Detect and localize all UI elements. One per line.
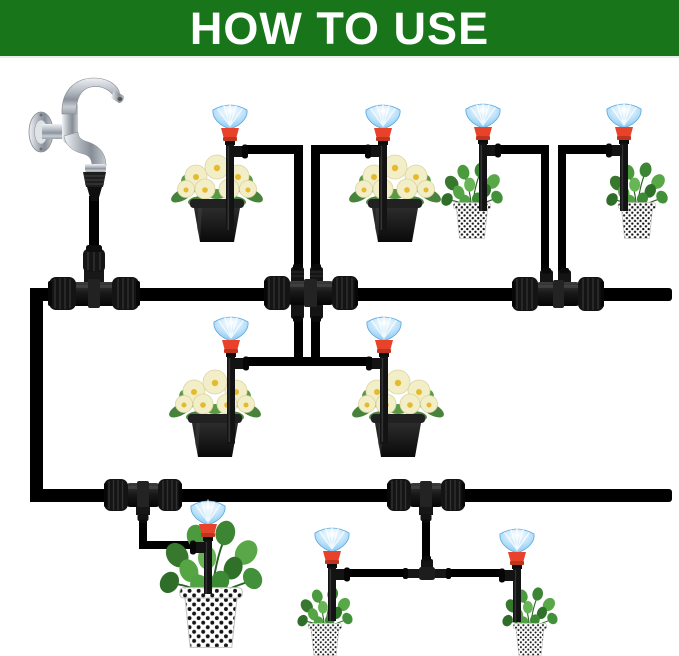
drip-tube-bottom-drop-1: [139, 514, 147, 548]
drip-sprinkler-icon-1: [206, 100, 254, 232]
drip-tube-bottom-drop-2: [422, 514, 430, 560]
inline-coupler-connector-icon-2: [387, 475, 465, 523]
drip-tube-riser-1: [294, 145, 303, 280]
drip-sprinkler-icon-9: [493, 524, 541, 622]
drip-tube-bottom-row-1: [139, 541, 197, 549]
drip-sprinkler-icon-5: [207, 312, 255, 444]
drip-tube-top-row-3: [490, 145, 545, 154]
drip-tube-riser-4: [558, 145, 566, 280]
drip-tube-bottom-row-3: [444, 569, 504, 577]
header-banner: HOW TO USE: [0, 0, 679, 58]
drip-tube-top-row-4: [560, 145, 608, 154]
faucet-drop-tube: [89, 196, 99, 248]
inline-coupler-connector-icon-1: [104, 475, 182, 523]
drip-tube-top-row-1: [244, 145, 298, 154]
drip-sprinkler-icon-2: [359, 100, 407, 232]
drip-sprinkler-icon-4: [600, 99, 648, 211]
two-port-manifold-connector-icon: [512, 268, 604, 314]
faucet-icon: [28, 70, 128, 202]
drip-tube-top-row-2: [315, 145, 381, 154]
main-supply-line-left: [30, 288, 43, 502]
drip-sprinkler-icon-6: [360, 312, 408, 444]
main-supply-line-bottom: [30, 489, 672, 502]
tee-connector-icon: [48, 244, 140, 314]
drip-sprinkler-icon-8: [308, 523, 356, 621]
barbed-tee-connector-icon: [403, 556, 451, 586]
drip-sprinkler-icon-7: [184, 496, 232, 594]
page-title: HOW TO USE: [189, 2, 490, 54]
drip-tube-drop-2: [311, 310, 320, 365]
drip-tube-bottom-row-2: [346, 569, 410, 577]
drip-tube-drop-1: [294, 310, 303, 365]
cross-manifold-connector-icon: [264, 264, 358, 322]
drip-tube-riser-3: [541, 145, 549, 280]
drip-tube-riser-2: [311, 145, 320, 280]
drip-sprinkler-icon-3: [459, 99, 507, 211]
drip-tube-middle-row: [246, 357, 372, 366]
